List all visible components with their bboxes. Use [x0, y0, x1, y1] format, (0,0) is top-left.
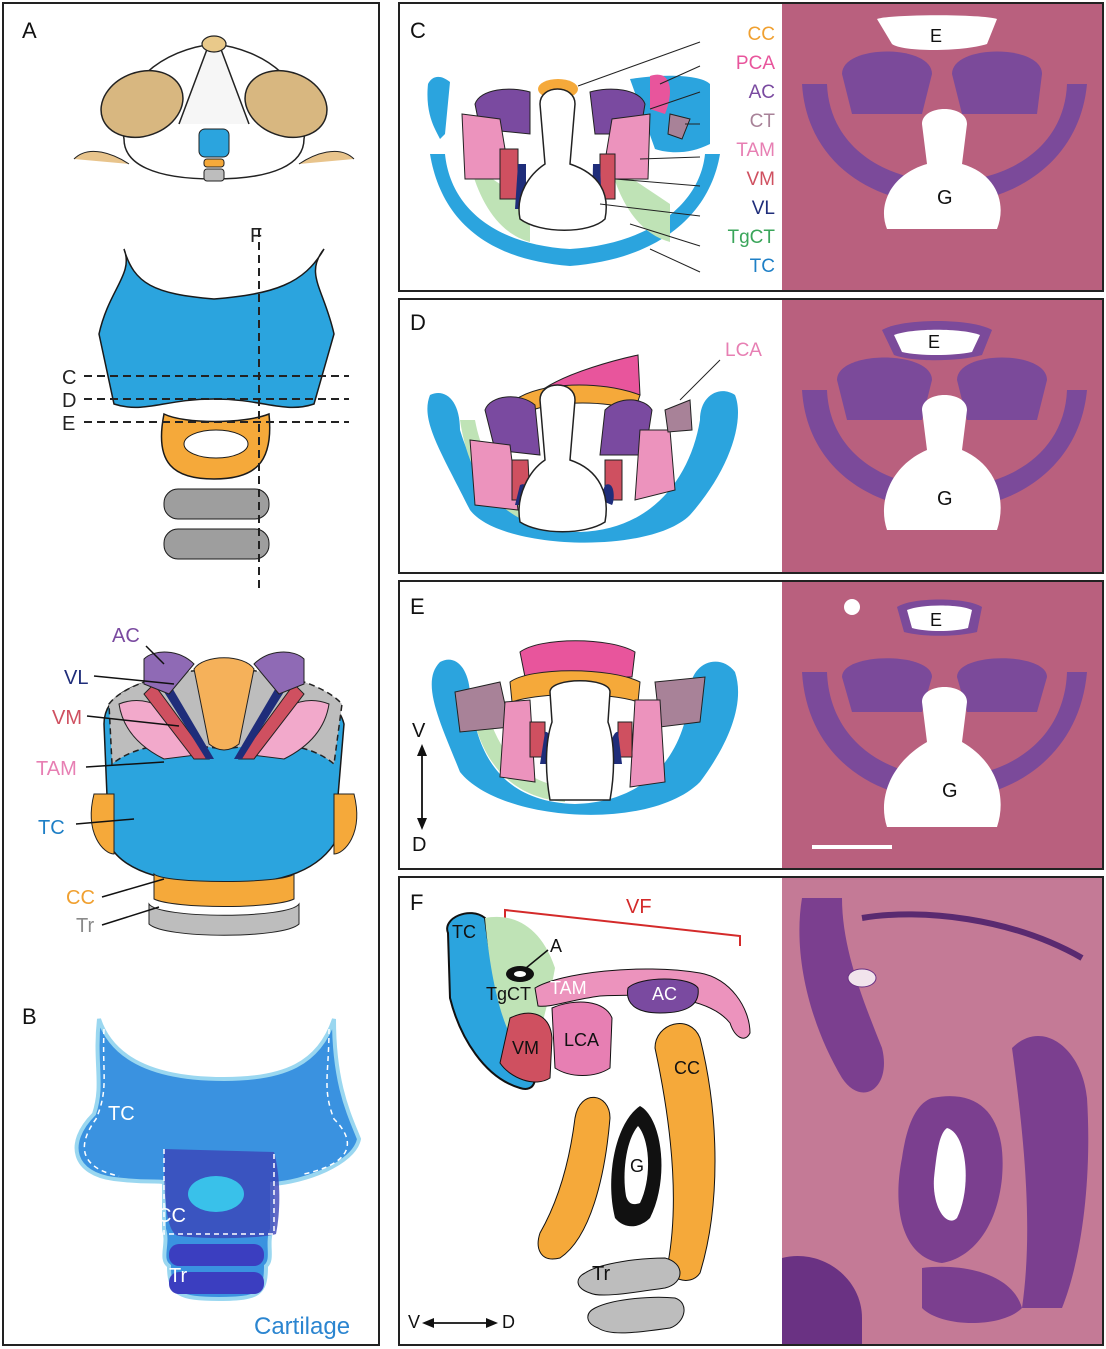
region-ac: AC [652, 984, 677, 1005]
axis-f-d: D [502, 1312, 515, 1333]
callout-tr: Tr [76, 915, 94, 937]
region-tgct: TgCT [486, 984, 531, 1005]
axis-f-v: V [408, 1312, 420, 1333]
legend-pca: PCA [700, 49, 775, 78]
cartilage-tr-label: Tr [169, 1265, 187, 1287]
region-a: A [550, 936, 562, 957]
axis-v-label: V [412, 720, 425, 743]
callout-vm: VM [52, 707, 82, 729]
callout-ac: AC [112, 625, 140, 647]
region-vm: VM [512, 1038, 539, 1059]
region-g: G [630, 1156, 644, 1177]
legend-ac: AC [700, 78, 775, 107]
panel-d-schematic [400, 300, 780, 572]
legend-vm: VM [700, 165, 775, 194]
histo-d-g: G [937, 488, 953, 510]
region-tc: TC [452, 922, 476, 943]
larynx-dorsal-view [84, 229, 349, 589]
histo-c-g: G [937, 187, 953, 209]
legend-cc: CC [700, 20, 775, 49]
bracket-vf-label: VF [626, 896, 652, 919]
histo-c-e: E [930, 26, 942, 46]
legend-tgct: TgCT [700, 223, 775, 252]
panel-a: A F C D E [2, 2, 380, 1346]
callout-cc: CC [66, 887, 95, 909]
cartilage-stain-image [4, 1019, 378, 1344]
cartilage-cc-label: CC [157, 1205, 186, 1227]
legend-tc: TC [700, 252, 775, 281]
region-cc: CC [674, 1058, 700, 1079]
panel-f: F VF TC A TgCT TAM AC [398, 876, 1104, 1346]
panel-c-histology: E G [782, 4, 1104, 290]
histo-d-e: E [928, 332, 940, 352]
legend-tam: TAM [700, 136, 775, 165]
callout-vl: VL [64, 667, 88, 689]
cartilage-tc-label: TC [108, 1103, 135, 1125]
region-tr: Tr [592, 1263, 610, 1286]
mouse-illustration [74, 36, 354, 181]
panel-d: D LCA E G [398, 298, 1104, 574]
section-line-c-label: C [62, 367, 76, 389]
histo-e-e: E [930, 610, 942, 630]
axis-d-label: D [412, 834, 426, 857]
panel-c: C CC PCA AC CT TAM VM VL [398, 2, 1104, 292]
section-line-d-label: D [62, 390, 76, 412]
region-lca: LCA [564, 1030, 599, 1051]
legend-vl: VL [700, 194, 775, 223]
panel-d-histology: E G [782, 300, 1104, 572]
panel-b-label: B [22, 1004, 37, 1029]
larynx-open-view [91, 652, 356, 935]
callout-tc: TC [38, 817, 65, 839]
panel-c-legend: CC PCA AC CT TAM VM VL TgCT TC [700, 20, 775, 281]
legend-ct: CT [700, 107, 775, 136]
panel-a-drawing: F C D E AC VL V [4, 4, 380, 1346]
callout-tam: TAM [36, 758, 77, 780]
stain-label: Cartilage [254, 1313, 350, 1340]
panel-f-schematic [400, 878, 780, 1344]
legend-lca: LCA [725, 340, 762, 362]
histo-e-g: G [942, 780, 958, 802]
panel-e: E V D E G [398, 580, 1104, 870]
panel-e-histology: E G [782, 582, 1104, 868]
section-line-f-label: F [250, 225, 262, 247]
region-tam: TAM [550, 978, 587, 999]
panel-f-histology [782, 878, 1104, 1344]
section-line-e-label: E [62, 413, 75, 435]
panel-e-schematic [400, 582, 780, 868]
